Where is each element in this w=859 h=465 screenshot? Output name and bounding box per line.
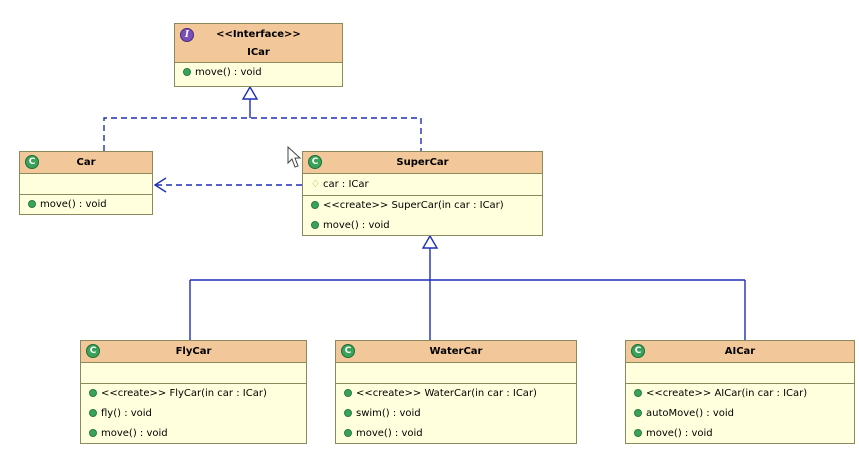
generalization-arrowhead	[421, 234, 439, 249]
operation-row[interactable]: <<create>> AICar(in car : ICar)	[626, 384, 854, 404]
class-icon: C	[25, 155, 39, 169]
operation-row[interactable]: <<create>> FlyCar(in car : ICar)	[81, 384, 306, 404]
class-header: C WaterCar	[336, 341, 576, 363]
operation-row[interactable]: move() : void	[336, 424, 576, 444]
attributes-compartment	[626, 363, 854, 384]
class-icon: C	[631, 344, 645, 358]
operations-compartment: <<create>> FlyCar(in car : ICar) fly() :…	[81, 384, 306, 444]
public-method-icon	[634, 429, 642, 437]
interface-icon: I	[180, 28, 194, 42]
operation-row[interactable]: swim() : void	[336, 404, 576, 424]
class-name: Car	[76, 157, 96, 168]
operations-compartment: <<create>> SuperCar(in car : ICar) move(…	[303, 196, 542, 236]
class-name: AICar	[724, 346, 756, 357]
public-method-icon	[634, 409, 642, 417]
interface-stereotype: <<Interface>>	[216, 29, 301, 40]
operation-row[interactable]: fly() : void	[81, 404, 306, 424]
interface-name: ICar	[247, 47, 270, 58]
public-method-icon	[344, 389, 352, 397]
public-method-icon	[634, 389, 642, 397]
operation-row[interactable]: move() : void	[626, 424, 854, 444]
class-aicar[interactable]: C AICar <<create>> AICar(in car : ICar) …	[625, 340, 855, 444]
class-header: C SuperCar	[303, 152, 542, 174]
mouse-cursor-icon	[287, 145, 302, 168]
attribute-row[interactable]: ♢car : ICar	[311, 179, 369, 190]
class-name: WaterCar	[429, 346, 483, 357]
operation-row[interactable]: move() : void	[303, 216, 542, 236]
public-method-icon	[28, 200, 36, 208]
class-name: SuperCar	[396, 157, 449, 168]
class-car[interactable]: C Car move() : void	[19, 151, 153, 215]
class-name: FlyCar	[175, 346, 212, 357]
operation-row[interactable]: move() : void	[175, 63, 342, 83]
class-supercar[interactable]: C SuperCar ♢car : ICar <<create>> SuperC…	[302, 151, 543, 236]
dependency-arrowhead	[153, 177, 167, 193]
realization-edges	[103, 85, 422, 151]
operation-row[interactable]: move() : void	[81, 424, 306, 444]
operations-compartment: move() : void	[175, 63, 342, 83]
public-method-icon	[89, 409, 97, 417]
public-method-icon	[344, 409, 352, 417]
operation-row[interactable]: <<create>> WaterCar(in car : ICar)	[336, 384, 576, 404]
attributes-compartment	[20, 174, 152, 195]
class-header: C Car	[20, 152, 152, 174]
public-method-icon	[344, 429, 352, 437]
dependency-edge	[153, 177, 302, 193]
generalization-edges	[189, 234, 746, 340]
attributes-compartment	[81, 363, 306, 384]
interface-header: I <<Interface>> ICar	[175, 24, 342, 63]
attributes-compartment: ♢car : ICar	[303, 174, 542, 196]
operation-row[interactable]: autoMove() : void	[626, 404, 854, 424]
class-icon: C	[341, 344, 355, 358]
operations-compartment: <<create>> AICar(in car : ICar) autoMove…	[626, 384, 854, 444]
operations-compartment: <<create>> WaterCar(in car : ICar) swim(…	[336, 384, 576, 444]
operation-row[interactable]: <<create>> SuperCar(in car : ICar)	[303, 196, 542, 216]
class-flycar[interactable]: C FlyCar <<create>> FlyCar(in car : ICar…	[80, 340, 307, 444]
interface-icar[interactable]: I <<Interface>> ICar move() : void	[174, 23, 343, 87]
class-icon: C	[86, 344, 100, 358]
class-header: C AICar	[626, 341, 854, 363]
operation-row[interactable]: move() : void	[20, 195, 152, 215]
public-method-icon	[311, 201, 319, 209]
public-method-icon	[183, 68, 191, 76]
realization-line-car	[103, 117, 422, 151]
public-method-icon	[89, 389, 97, 397]
public-method-icon	[89, 429, 97, 437]
attributes-compartment	[336, 363, 576, 384]
public-method-icon	[311, 221, 319, 229]
realization-arrowhead	[241, 85, 259, 100]
class-header: C FlyCar	[81, 341, 306, 363]
operations-compartment: move() : void	[20, 195, 152, 215]
protected-field-icon: ♢	[311, 179, 320, 190]
class-watercar[interactable]: C WaterCar <<create>> WaterCar(in car : …	[335, 340, 577, 444]
class-icon: C	[308, 155, 322, 169]
